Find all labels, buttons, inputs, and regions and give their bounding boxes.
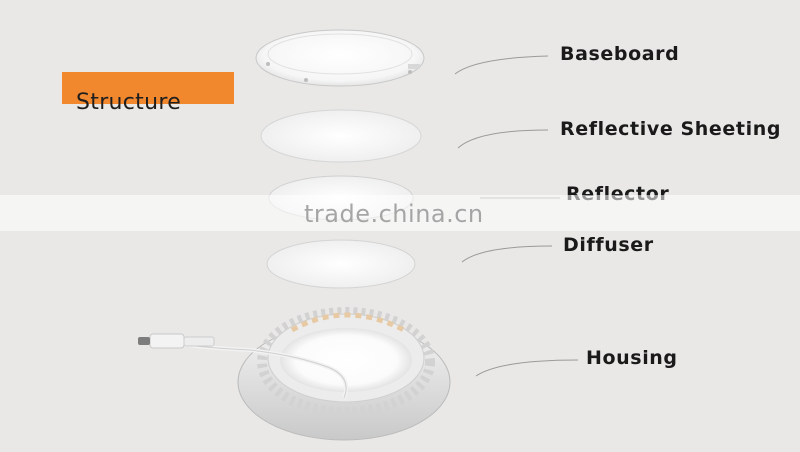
label-baseboard: Baseboard xyxy=(560,43,680,65)
watermark-text: trade.china.cn xyxy=(304,200,484,228)
diffuser-disc-icon xyxy=(266,239,416,289)
baseboard-disc-icon xyxy=(255,29,425,87)
section-accent-tab xyxy=(62,72,234,104)
led-housing-icon xyxy=(138,307,451,441)
label-reflective-sheeting: Reflective Sheeting xyxy=(560,118,782,140)
watermark-band xyxy=(0,195,800,231)
reflective-sheet-icon xyxy=(260,109,422,163)
section-title: Structure xyxy=(76,90,182,115)
label-housing: Housing xyxy=(586,347,678,369)
label-diffuser: Diffuser xyxy=(563,234,654,256)
